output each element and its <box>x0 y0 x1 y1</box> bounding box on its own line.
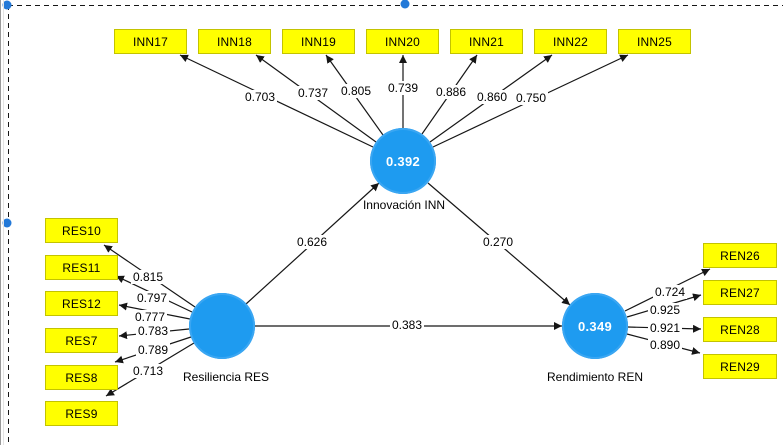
indicator-inn22[interactable]: INN22 <box>534 29 607 54</box>
selection-handle-top-left[interactable] <box>2 0 12 10</box>
loading-inn25: 0.750 <box>513 91 549 105</box>
indicator-ren26[interactable]: REN26 <box>703 243 777 268</box>
loading-ren29: 0.890 <box>647 338 683 352</box>
loading-inn20: 0.739 <box>385 81 421 95</box>
loading-ren27: 0.925 <box>647 303 683 317</box>
loading-ren26: 0.724 <box>652 285 688 299</box>
latent-node-ren[interactable]: 0.349 <box>562 293 628 359</box>
indicator-inn21[interactable]: INN21 <box>450 29 523 54</box>
indicator-res11[interactable]: RES11 <box>45 255 118 280</box>
indicator-inn25[interactable]: INN25 <box>618 29 691 54</box>
loading-res8: 0.789 <box>135 343 171 357</box>
latent-label-ren: Rendimiento REN <box>546 370 644 384</box>
loading-ren28: 0.921 <box>647 321 683 335</box>
loading-res10: 0.815 <box>130 270 166 284</box>
selection-handle-top-center[interactable] <box>400 0 410 9</box>
indicator-ren28[interactable]: REN28 <box>703 317 777 342</box>
indicator-ren27[interactable]: REN27 <box>703 280 777 305</box>
selection-handle-left-middle[interactable] <box>2 218 12 228</box>
indicator-res10[interactable]: RES10 <box>45 218 118 243</box>
pane-edge-line <box>0 0 1 445</box>
latent-value-inn: 0.392 <box>385 153 421 169</box>
indicator-inn17[interactable]: INN17 <box>114 29 187 54</box>
latent-value-ren: 0.349 <box>577 318 613 334</box>
loading-res11: 0.797 <box>134 291 170 305</box>
indicator-inn20[interactable]: INN20 <box>366 29 439 54</box>
latent-node-inn[interactable]: 0.392 <box>370 128 436 194</box>
loading-inn18: 0.737 <box>295 86 331 100</box>
indicator-inn18[interactable]: INN18 <box>198 29 271 54</box>
loading-res9: 0.713 <box>130 364 166 378</box>
latent-label-inn: Innovación INN <box>362 198 446 212</box>
latent-node-res[interactable] <box>189 293 255 359</box>
selection-border-top <box>8 5 783 6</box>
indicator-ren29[interactable]: REN29 <box>703 354 777 379</box>
indicator-res12[interactable]: RES12 <box>45 291 118 316</box>
loading-inn22: 0.860 <box>474 90 510 104</box>
loading-inn19: 0.805 <box>338 84 374 98</box>
path-coef-res-ren: 0.383 <box>389 318 425 332</box>
indicator-res8[interactable]: RES8 <box>45 365 118 390</box>
indicator-res7[interactable]: RES7 <box>45 328 118 353</box>
indicator-inn19[interactable]: INN19 <box>282 29 355 54</box>
path-coef-inn-ren: 0.270 <box>480 235 516 249</box>
latent-label-res: Resiliencia RES <box>182 370 270 384</box>
loading-res7: 0.783 <box>135 324 171 338</box>
indicator-res9[interactable]: RES9 <box>45 401 118 426</box>
loading-res12: 0.777 <box>132 310 168 324</box>
path-coef-res-inn: 0.626 <box>294 235 330 249</box>
loading-inn17: 0.703 <box>242 90 278 104</box>
loading-inn21: 0.886 <box>433 85 469 99</box>
pane-edge-highlight <box>3 0 4 445</box>
